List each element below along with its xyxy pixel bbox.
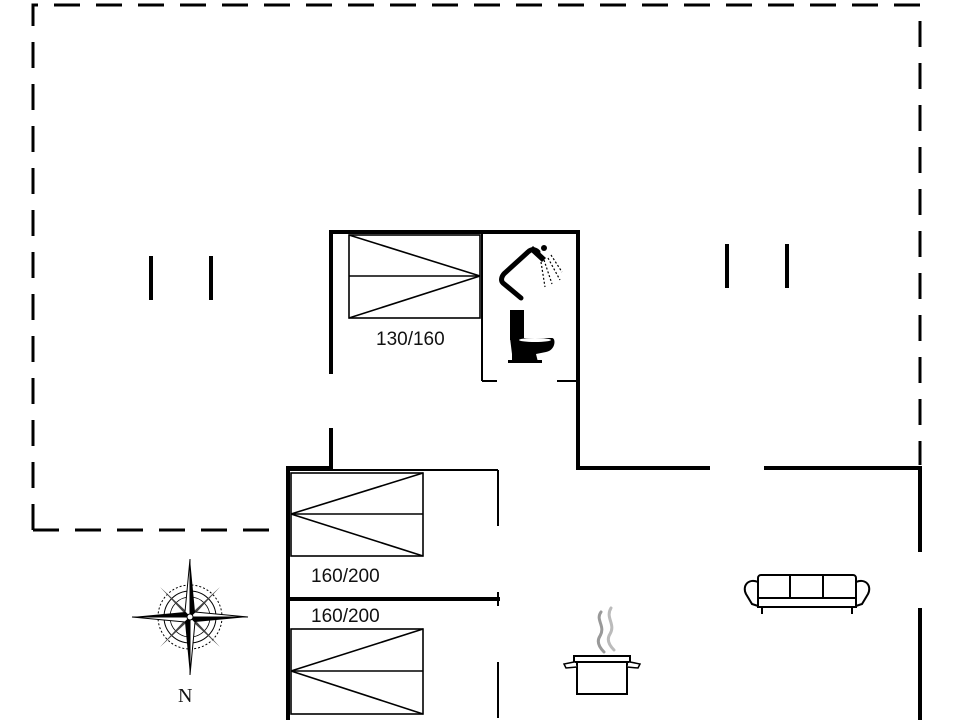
bed-lower-2 <box>290 628 424 715</box>
bed-lower-1-size-label: 160/200 <box>311 566 380 587</box>
toilet-icon <box>508 310 555 363</box>
bed-upper-size-label: 130/160 <box>376 329 445 350</box>
cooking-pot-icon <box>562 606 642 695</box>
bed-lower-1 <box>290 472 424 557</box>
interior-walls <box>286 232 578 718</box>
terrace-markers <box>149 244 789 300</box>
bed-lower-2-size-label: 160/200 <box>311 606 380 627</box>
shower-icon <box>499 245 563 301</box>
terrace-outline <box>31 3 922 532</box>
bed-upper <box>348 234 481 319</box>
compass-north-label: N <box>178 685 192 707</box>
exterior-walls <box>286 230 922 720</box>
sofa-icon <box>743 574 871 614</box>
compass-rose-icon <box>131 558 249 676</box>
